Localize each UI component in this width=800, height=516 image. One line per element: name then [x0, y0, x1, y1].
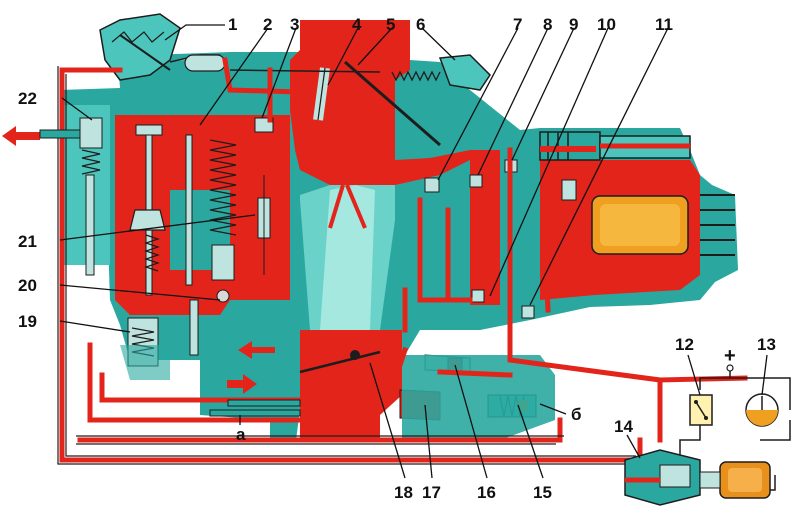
callout-16: 16 [477, 483, 496, 502]
callout-8: 8 [543, 15, 552, 34]
callout-11: 11 [655, 15, 673, 34]
arrow-left-icon [238, 341, 275, 359]
letter-b: б [571, 405, 582, 424]
choke-link-rod [344, 60, 441, 147]
arrow-right-icon [227, 374, 257, 394]
needle-valve-housing [79, 117, 103, 149]
callout-13: 13 [757, 335, 776, 354]
callout-22: 22 [18, 89, 37, 108]
pump-rod [185, 134, 193, 286]
gauge-icon [745, 393, 779, 427]
pipe-outlines [57, 66, 644, 465]
power-plus-sign: + [724, 345, 736, 367]
callout-14: 14 [614, 417, 633, 436]
callout-1: 1 [228, 15, 237, 34]
jet-main [471, 289, 485, 303]
throttle-plate [299, 350, 381, 374]
callout-5: 5 [386, 15, 395, 34]
callout-2: 2 [263, 15, 272, 34]
lamp-icon [689, 394, 713, 426]
callout-21: 21 [18, 232, 37, 251]
callout-12: 12 [675, 335, 694, 354]
letter-a: а [236, 425, 246, 444]
callout-7: 7 [513, 15, 522, 34]
callout-19: 19 [18, 312, 37, 331]
leader-lines [59, 24, 768, 479]
check-ball [216, 289, 230, 303]
callout-10: 10 [597, 15, 616, 34]
choke-lever [438, 54, 491, 91]
float-chamber-ribs [700, 194, 735, 256]
callout-9: 9 [569, 15, 578, 34]
arrow-left-icon [2, 126, 40, 146]
economizer-diaphragm [129, 209, 166, 231]
callout-3: 3 [290, 15, 299, 34]
throttle-chamber [300, 330, 402, 440]
fuel-channels [59, 57, 748, 463]
callout-6: 6 [416, 15, 425, 34]
main-fuel-chamber [290, 20, 500, 305]
circuit [679, 364, 791, 491]
callout-18: 18 [394, 483, 413, 502]
callout-20: 20 [18, 276, 37, 295]
jet-8 [469, 174, 483, 188]
pump-spring [209, 139, 237, 236]
callout-4: 4 [352, 15, 362, 34]
callout-15: 15 [533, 483, 552, 502]
jet-7 [424, 177, 440, 193]
solenoid-icon [624, 449, 771, 506]
callout-17: 17 [422, 483, 441, 502]
jet-10 [521, 305, 535, 319]
